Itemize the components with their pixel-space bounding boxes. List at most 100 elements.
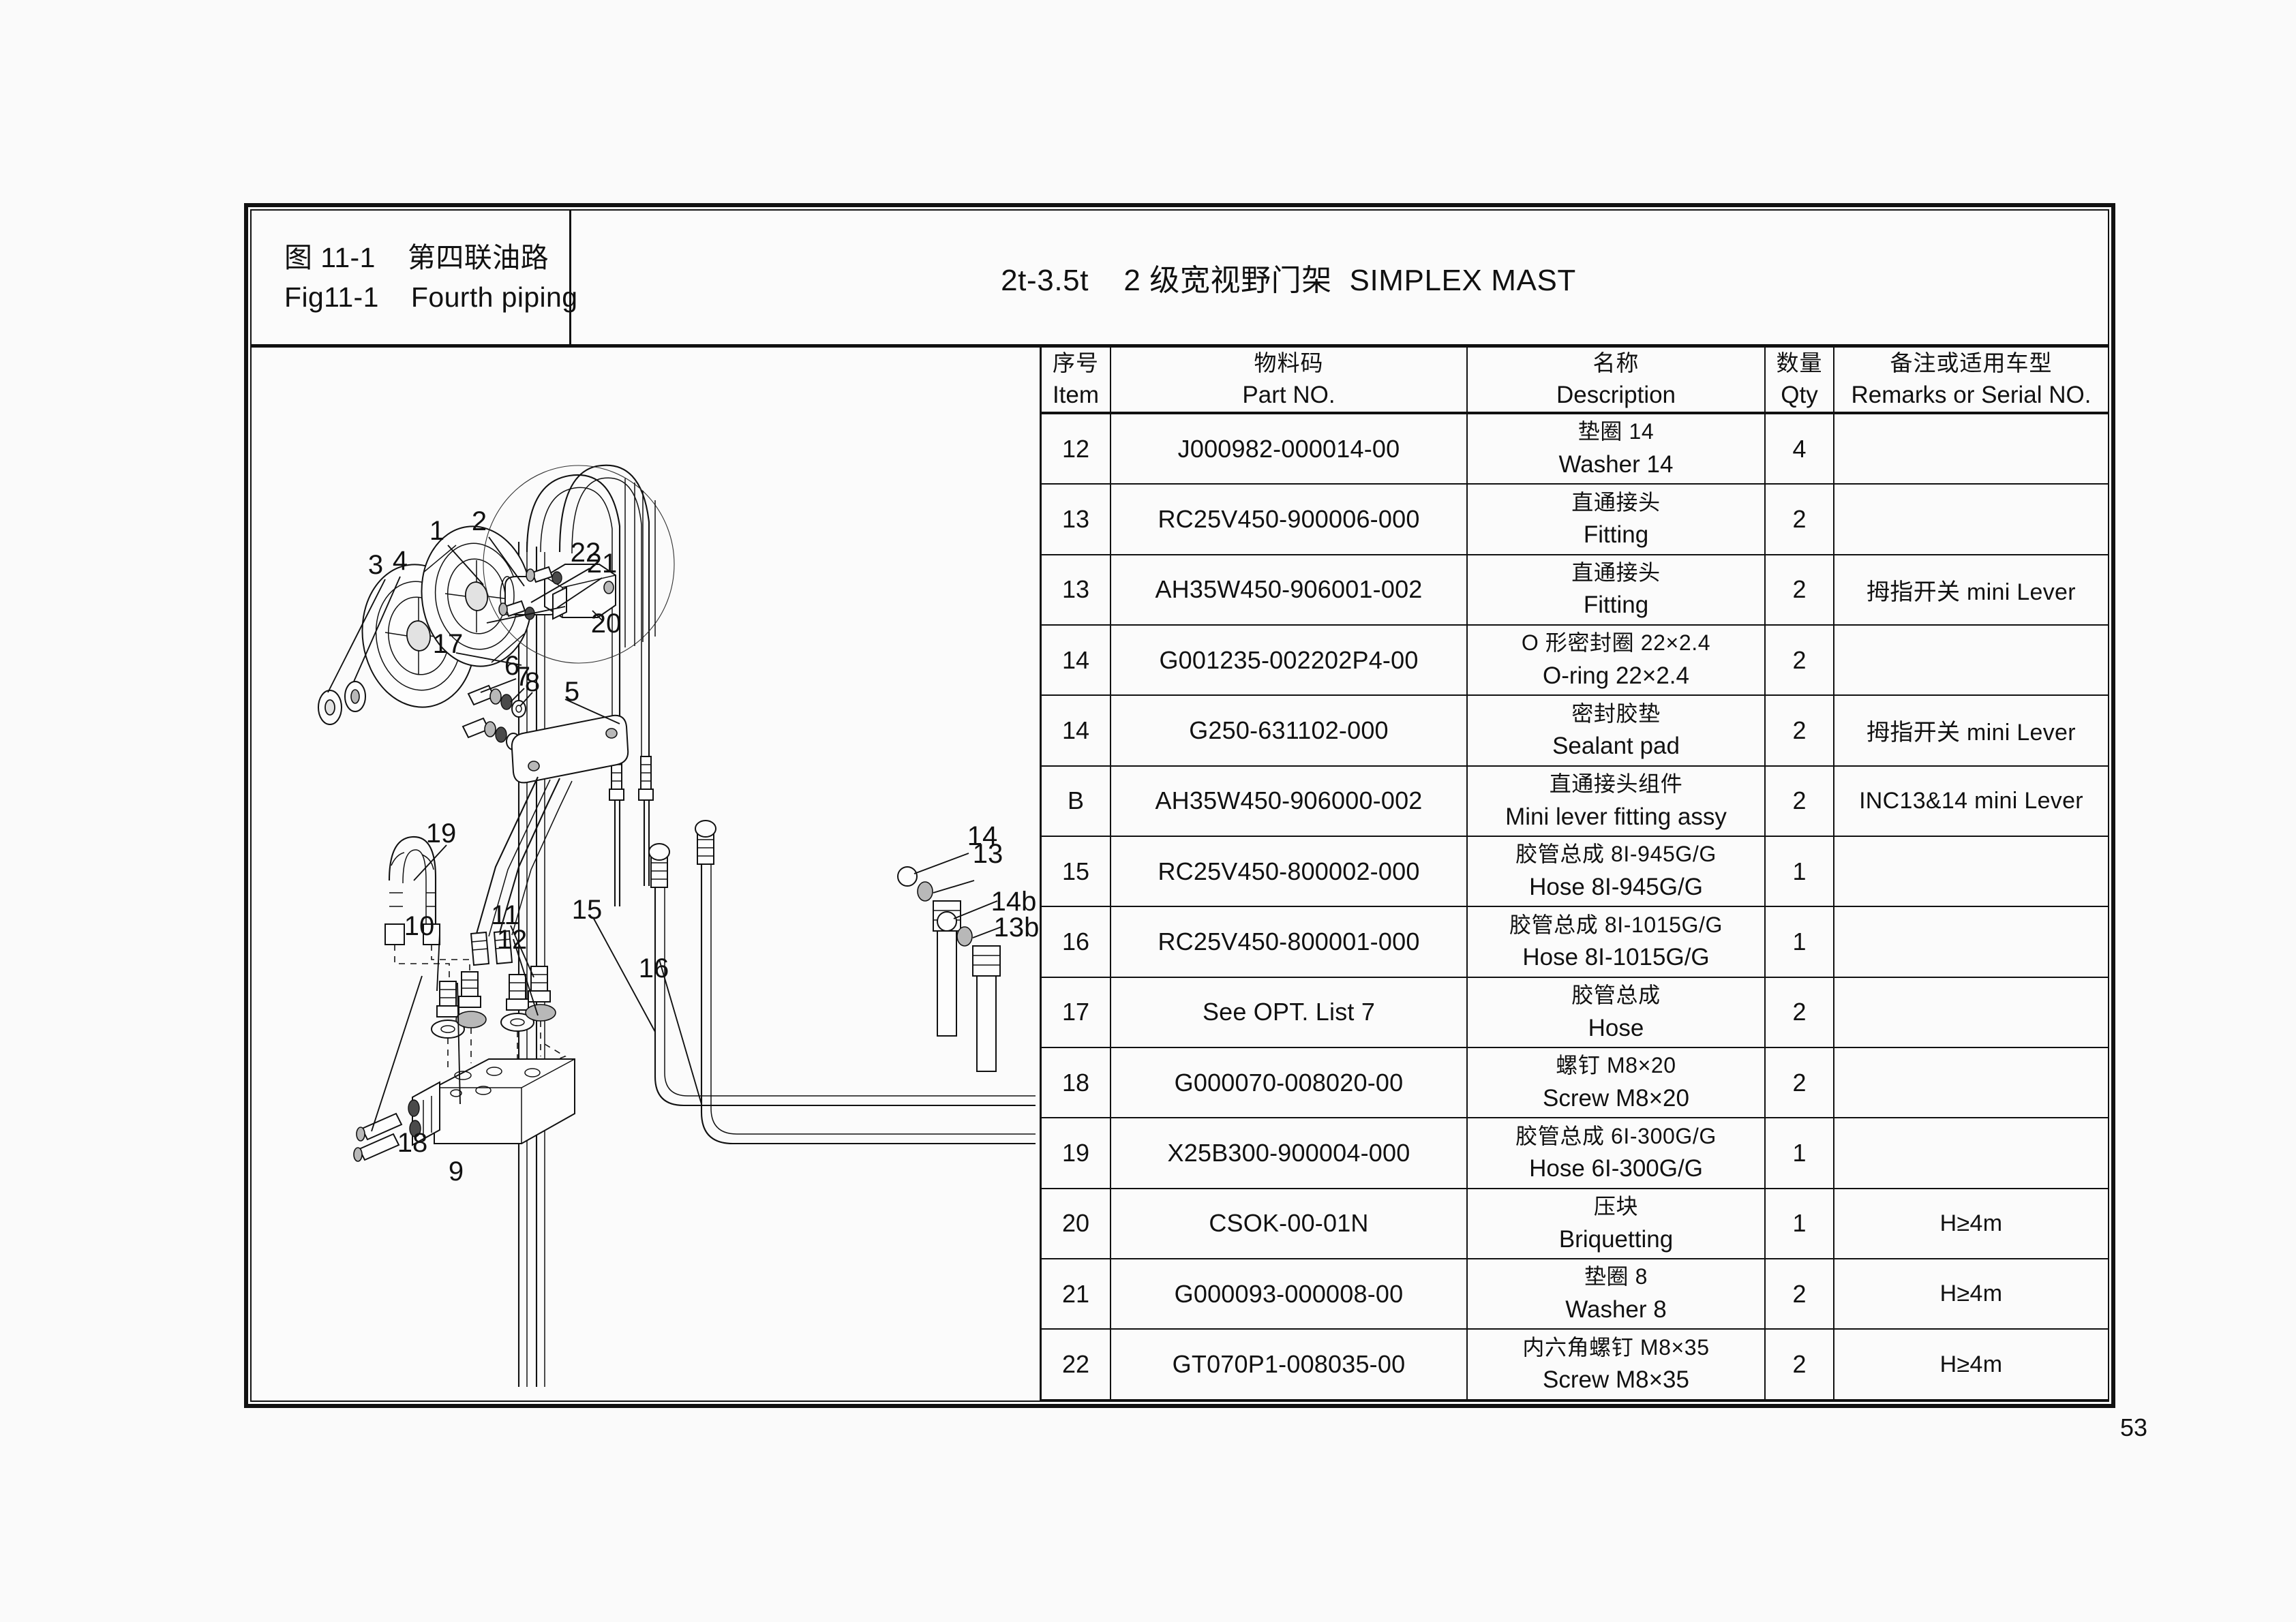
- cell-part-no: G000070-008020-00: [1110, 1046, 1468, 1119]
- description-cn: 螺钉 M8×20: [1556, 1053, 1676, 1078]
- description-en: Fitting: [1583, 592, 1649, 619]
- col-header-qty-cn: 数量: [1776, 350, 1823, 376]
- cell-item: 22: [1042, 1328, 1111, 1401]
- description-cn: 直通接头组件: [1549, 771, 1683, 797]
- cell-item: B: [1042, 765, 1111, 837]
- description-cn: 密封胶垫: [1571, 701, 1661, 726]
- cell-remarks: [1833, 1046, 2108, 1119]
- callout-22: 22: [571, 538, 601, 568]
- cell-description: 胶管总成 8I-1015G/G Hose 8I-1015G/G: [1466, 906, 1766, 978]
- description-cn: O 形密封圈 22×2.4: [1521, 630, 1711, 656]
- cell-remarks: [1833, 483, 2108, 555]
- callout-20: 20: [591, 609, 622, 639]
- cell-item: 12: [1042, 412, 1111, 485]
- cell-qty: 2: [1764, 624, 1834, 697]
- callout-6: 6: [504, 651, 519, 681]
- valve-block-group: [353, 966, 575, 1162]
- cell-remarks: H≥4m: [1833, 1187, 2108, 1260]
- description-cn: 胶管总成 6I-300G/G: [1515, 1123, 1717, 1148]
- cell-part-no: [1110, 1398, 1468, 1401]
- exploded-parts-diagram: .ln { fill:none; stroke:#111; stroke-wid…: [252, 348, 1042, 1401]
- cell-remarks: INC13&14 mini Lever: [1833, 765, 2108, 837]
- hose-15-16-group: [648, 820, 1036, 1145]
- cell-item: 18: [1042, 1046, 1111, 1119]
- callout-8: 8: [525, 667, 540, 697]
- col-header-description: 名称 Description: [1466, 348, 1766, 414]
- callout-16: 16: [639, 953, 669, 983]
- callout-18: 18: [397, 1128, 428, 1158]
- cell-item: 14: [1042, 694, 1111, 767]
- callout-3: 3: [368, 550, 383, 580]
- description-en: Screw M8×35: [1543, 1366, 1689, 1394]
- figure-caption-en: Fig11-1 Fourth piping: [284, 281, 578, 313]
- callout-21: 21: [587, 549, 618, 579]
- callout-7: 7: [515, 662, 530, 692]
- col-header-remarks-en: Remarks or Serial NO.: [1851, 381, 2091, 408]
- description-cn: 垫圈 14: [1577, 419, 1655, 444]
- cell-part-no: G000093-000008-00: [1110, 1258, 1468, 1330]
- cell-item: 15: [1042, 835, 1111, 908]
- hose-17-group: [526, 464, 654, 906]
- parts-table-pane: 序号 Item 物料码 Part NO.: [1042, 348, 2108, 1402]
- callout-4: 4: [393, 546, 408, 576]
- description-cn: 垫圈 8: [1584, 1264, 1648, 1289]
- callout-14-second: 14b: [991, 887, 1037, 917]
- col-header-remarks-cn: 备注或适用车型: [1890, 350, 2053, 376]
- diagram-svg: .ln { fill:none; stroke:#111; stroke-wid…: [318, 464, 1040, 1387]
- callout-15: 15: [572, 895, 603, 925]
- description-en: Fitting: [1583, 521, 1649, 549]
- cell-part-no: AH35W450-906000-002: [1110, 765, 1468, 837]
- description-en: Mini lever fitting assy: [1505, 803, 1727, 830]
- model-title-cell: 2t-3.5t 2 级宽视野门架 SIMPLEX MAST: [571, 211, 2108, 344]
- col-header-qty-en: Qty: [1781, 381, 1818, 408]
- col-header-item-en: Item: [1052, 381, 1100, 408]
- table-row: [1042, 1398, 2108, 1402]
- description-cn: 胶管总成 8I-1015G/G: [1509, 912, 1723, 937]
- cell-qty: 1: [1764, 906, 1834, 978]
- cell-item: 20: [1042, 1187, 1111, 1260]
- figure-caption-cell: 图 11-1 第四联油路 Fig11-1 Fourth piping: [252, 211, 578, 344]
- cell-part-no: J000982-000014-00: [1110, 412, 1468, 485]
- cell-part-no: RC25V450-800001-000: [1110, 906, 1468, 978]
- col-header-part-no: 物料码 Part NO.: [1110, 348, 1468, 414]
- cell-part-no: See OPT. List 7: [1110, 976, 1468, 1049]
- callout-13: 13: [973, 839, 1003, 869]
- description-en: Hose 8I-945G/G: [1529, 873, 1703, 900]
- cell-part-no: G001235-002202P4-00: [1110, 624, 1468, 697]
- cell-item: 13: [1042, 553, 1111, 626]
- cell-qty: 1: [1764, 835, 1834, 908]
- callout-13-second: 13b: [994, 913, 1040, 943]
- col-header-description-en: Description: [1556, 381, 1676, 408]
- cell-qty: 2: [1764, 1328, 1834, 1401]
- description-en: Hose 8I-1015G/G: [1522, 944, 1710, 971]
- callout-11: 11: [491, 900, 519, 930]
- col-header-description-cn: 名称: [1592, 350, 1640, 376]
- fitting-6-7-8-group: [462, 684, 629, 966]
- pulley-assembly: [318, 525, 564, 725]
- callout-9: 9: [449, 1157, 464, 1187]
- callout-leaders: [327, 536, 702, 1132]
- cell-part-no: RC25V450-800002-000: [1110, 835, 1468, 908]
- cell-item: 16: [1042, 906, 1111, 978]
- cell-remarks: [1833, 976, 2108, 1049]
- drawing-sheet: 图 11-1 第四联油路 Fig11-1 Fourth piping 2t-3.…: [244, 203, 2115, 1408]
- cell-qty: 2: [1764, 483, 1834, 555]
- callout-labels: 1 2 3 4 5 6 7 8 9 10 11 12 13 13b: [368, 506, 1040, 1187]
- callout-5: 5: [564, 677, 579, 707]
